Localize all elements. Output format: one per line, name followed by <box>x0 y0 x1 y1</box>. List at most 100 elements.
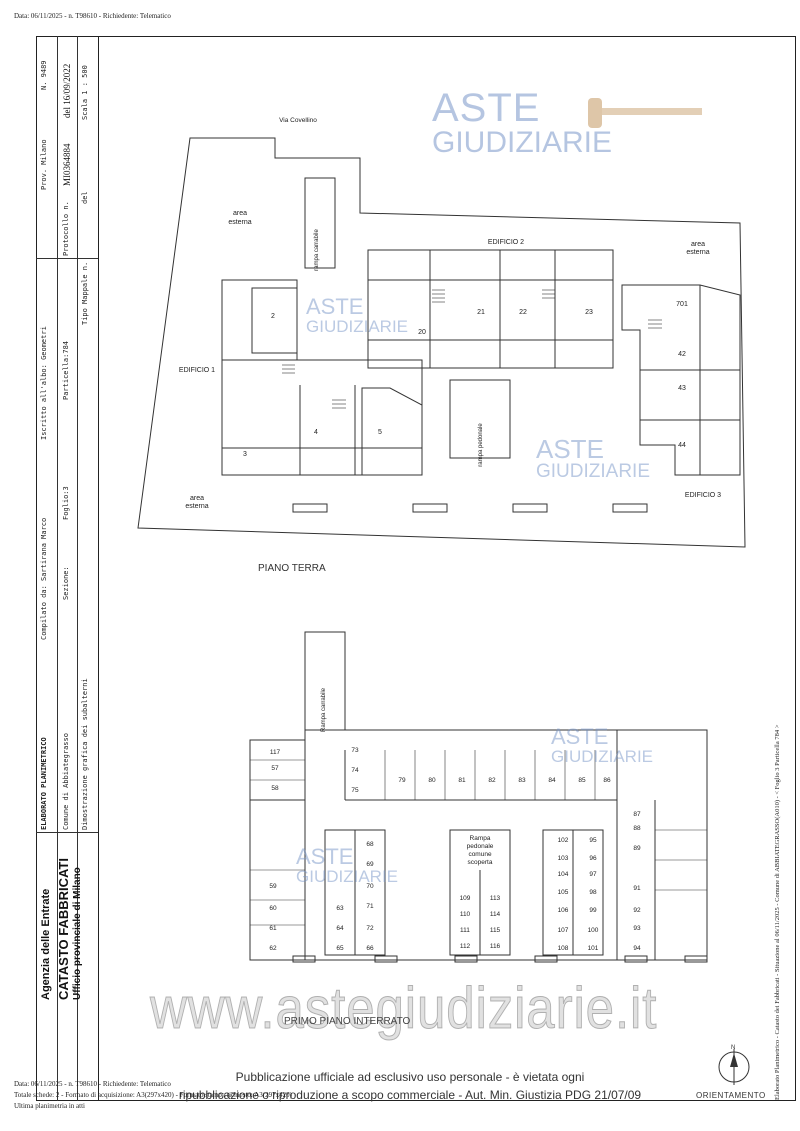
unit-label: 111 <box>460 927 470 934</box>
side-note: Elaborato Planimetrico - Catasto dei Fab… <box>774 724 781 1100</box>
title-row-divider <box>36 832 98 833</box>
protocollo-number: MI0364884 <box>62 143 72 187</box>
edificio-1-label: EDIFICIO 1 <box>179 367 215 374</box>
unit-label: 72 <box>366 925 374 932</box>
particella-label: Particella:784 <box>62 340 70 400</box>
unit-label: 68 <box>366 841 374 848</box>
unit-label: 61 <box>269 925 277 932</box>
unit-label: 110 <box>460 911 471 918</box>
unit-label: 3 <box>243 451 247 458</box>
unit-label: 58 <box>271 785 279 792</box>
floor-label-terra: PIANO TERRA <box>258 563 326 574</box>
unit-label: 103 <box>558 855 569 862</box>
notice-line-2: ripubblicazione o riproduzione a scopo c… <box>178 1088 642 1102</box>
title-col-divider <box>77 36 78 1101</box>
catasto-title: CATASTO FABBRICATI <box>56 857 71 1000</box>
unit-label: 114 <box>490 911 501 918</box>
title-col-divider <box>57 36 58 1101</box>
unit-label: 115 <box>490 927 501 934</box>
unit-label: 21 <box>477 309 485 316</box>
unit-label: 85 <box>578 777 586 784</box>
area-label: area <box>233 210 247 217</box>
unit-label: 93 <box>633 925 641 932</box>
unit-label: 88 <box>633 825 641 832</box>
unit-label: 87 <box>633 811 641 818</box>
esterna-label: esterna <box>228 219 251 226</box>
unit-label: 71 <box>366 903 374 910</box>
unit-label: 4 <box>314 429 318 436</box>
scala-label: Scala 1 : 500 <box>81 65 89 120</box>
unit-label: 86 <box>603 777 611 784</box>
edificio-3-label: EDIFICIO 3 <box>685 492 721 499</box>
unit-label: 112 <box>460 943 471 950</box>
unit-label: 65 <box>336 945 344 952</box>
unit-label: 2 <box>271 313 275 320</box>
unit-label: 42 <box>678 351 686 358</box>
unit-label: 44 <box>678 442 686 449</box>
comune-label: Comune di Abbiategrasso <box>62 733 70 830</box>
compilato-label: Compilato da: Sartirana Marco <box>40 517 48 640</box>
footer-line-3: Ultima planimetria in atti <box>14 1102 85 1110</box>
plan-interrato: Rampa carrabile Rampa pedonale comune sc… <box>249 631 708 963</box>
notice-line-1: Pubblicazione ufficiale ad esclusivo uso… <box>235 1070 585 1084</box>
unit-label: 94 <box>633 945 641 952</box>
rampa-carrabile-label: rampa carrabile <box>314 228 320 270</box>
unit-label: 99 <box>589 907 597 914</box>
unit-label: 57 <box>271 765 279 772</box>
area-label: area <box>691 241 705 248</box>
unit-label: 80 <box>428 777 436 784</box>
agency-name: Agenzia delle Entrate <box>40 888 52 1000</box>
drawing-area-border <box>98 36 797 1101</box>
esterna-label: esterna <box>185 503 208 510</box>
street-label: Via Covellino <box>279 117 317 124</box>
unit-label: 109 <box>460 895 471 902</box>
north-arrow-icon <box>718 1049 750 1085</box>
foglio-label: Foglio:3 <box>62 486 70 520</box>
unit-label: 59 <box>269 883 277 890</box>
unit-label: 113 <box>490 895 501 902</box>
unit-label: 101 <box>588 945 599 952</box>
dimostrazione-label: Dimostrazione grafica dei subalterni <box>81 678 89 830</box>
unit-label: 73 <box>351 747 359 754</box>
unit-label: 106 <box>558 907 569 914</box>
orientamento-label: ORIENTAMENTO <box>696 1091 766 1100</box>
unit-label: 66 <box>366 945 374 952</box>
unit-label: 102 <box>558 837 569 844</box>
prov-label: Prov. Milano <box>40 139 48 190</box>
unit-label: 105 <box>558 889 569 896</box>
unit-label: 83 <box>518 777 526 784</box>
rampa-carrabile-label: Rampa carrabile <box>321 687 327 732</box>
unit-label: 43 <box>678 385 686 392</box>
unit-label: 701 <box>676 301 688 308</box>
unit-label: 89 <box>633 845 641 852</box>
unit-label: 5 <box>378 429 382 436</box>
unit-label: 20 <box>418 329 426 336</box>
ufficio-label: Ufficio provinciale di Milano <box>72 867 83 1000</box>
esterna-label: esterna <box>686 249 709 256</box>
unit-label: 75 <box>351 787 359 794</box>
rampa-pedonale-label: rampa pedonale <box>478 423 484 467</box>
rampa-pedonale-label: comune <box>468 851 492 858</box>
footer-line-2: Totale schede: 2 - Formato di acquisizio… <box>14 1091 292 1099</box>
numero-label: N. 9489 <box>40 60 48 90</box>
sheet-frame <box>36 36 796 1101</box>
unit-label: 108 <box>558 945 569 952</box>
area-label: area <box>190 495 204 502</box>
unit-label: 84 <box>548 777 556 784</box>
unit-label: 64 <box>336 925 344 932</box>
unit-label: 100 <box>588 927 599 934</box>
floor-label-interrato: PRIMO PIANO INTERRATO <box>284 1016 411 1027</box>
protocollo-date: del 16/09/2022 <box>62 63 72 118</box>
edificio-2-label: EDIFICIO 2 <box>488 239 524 246</box>
unit-label: 81 <box>458 777 466 784</box>
unit-label: 117 <box>270 749 281 756</box>
elaborato-label: ELABORATO PLANIMETRICO <box>40 737 48 830</box>
unit-label: 69 <box>366 861 374 868</box>
unit-label: 104 <box>558 871 569 878</box>
protocollo-label: Protocollo n. <box>62 201 70 256</box>
unit-label: 92 <box>633 907 641 914</box>
del-label: del <box>81 191 89 204</box>
plan-piano-terra: Via Covellino rampa carrabile EDIFICIO 2… <box>137 117 746 548</box>
footer-line-1: Data: 06/11/2025 - n. T98610 - Richieden… <box>14 1080 171 1088</box>
unit-label: 95 <box>589 837 597 844</box>
